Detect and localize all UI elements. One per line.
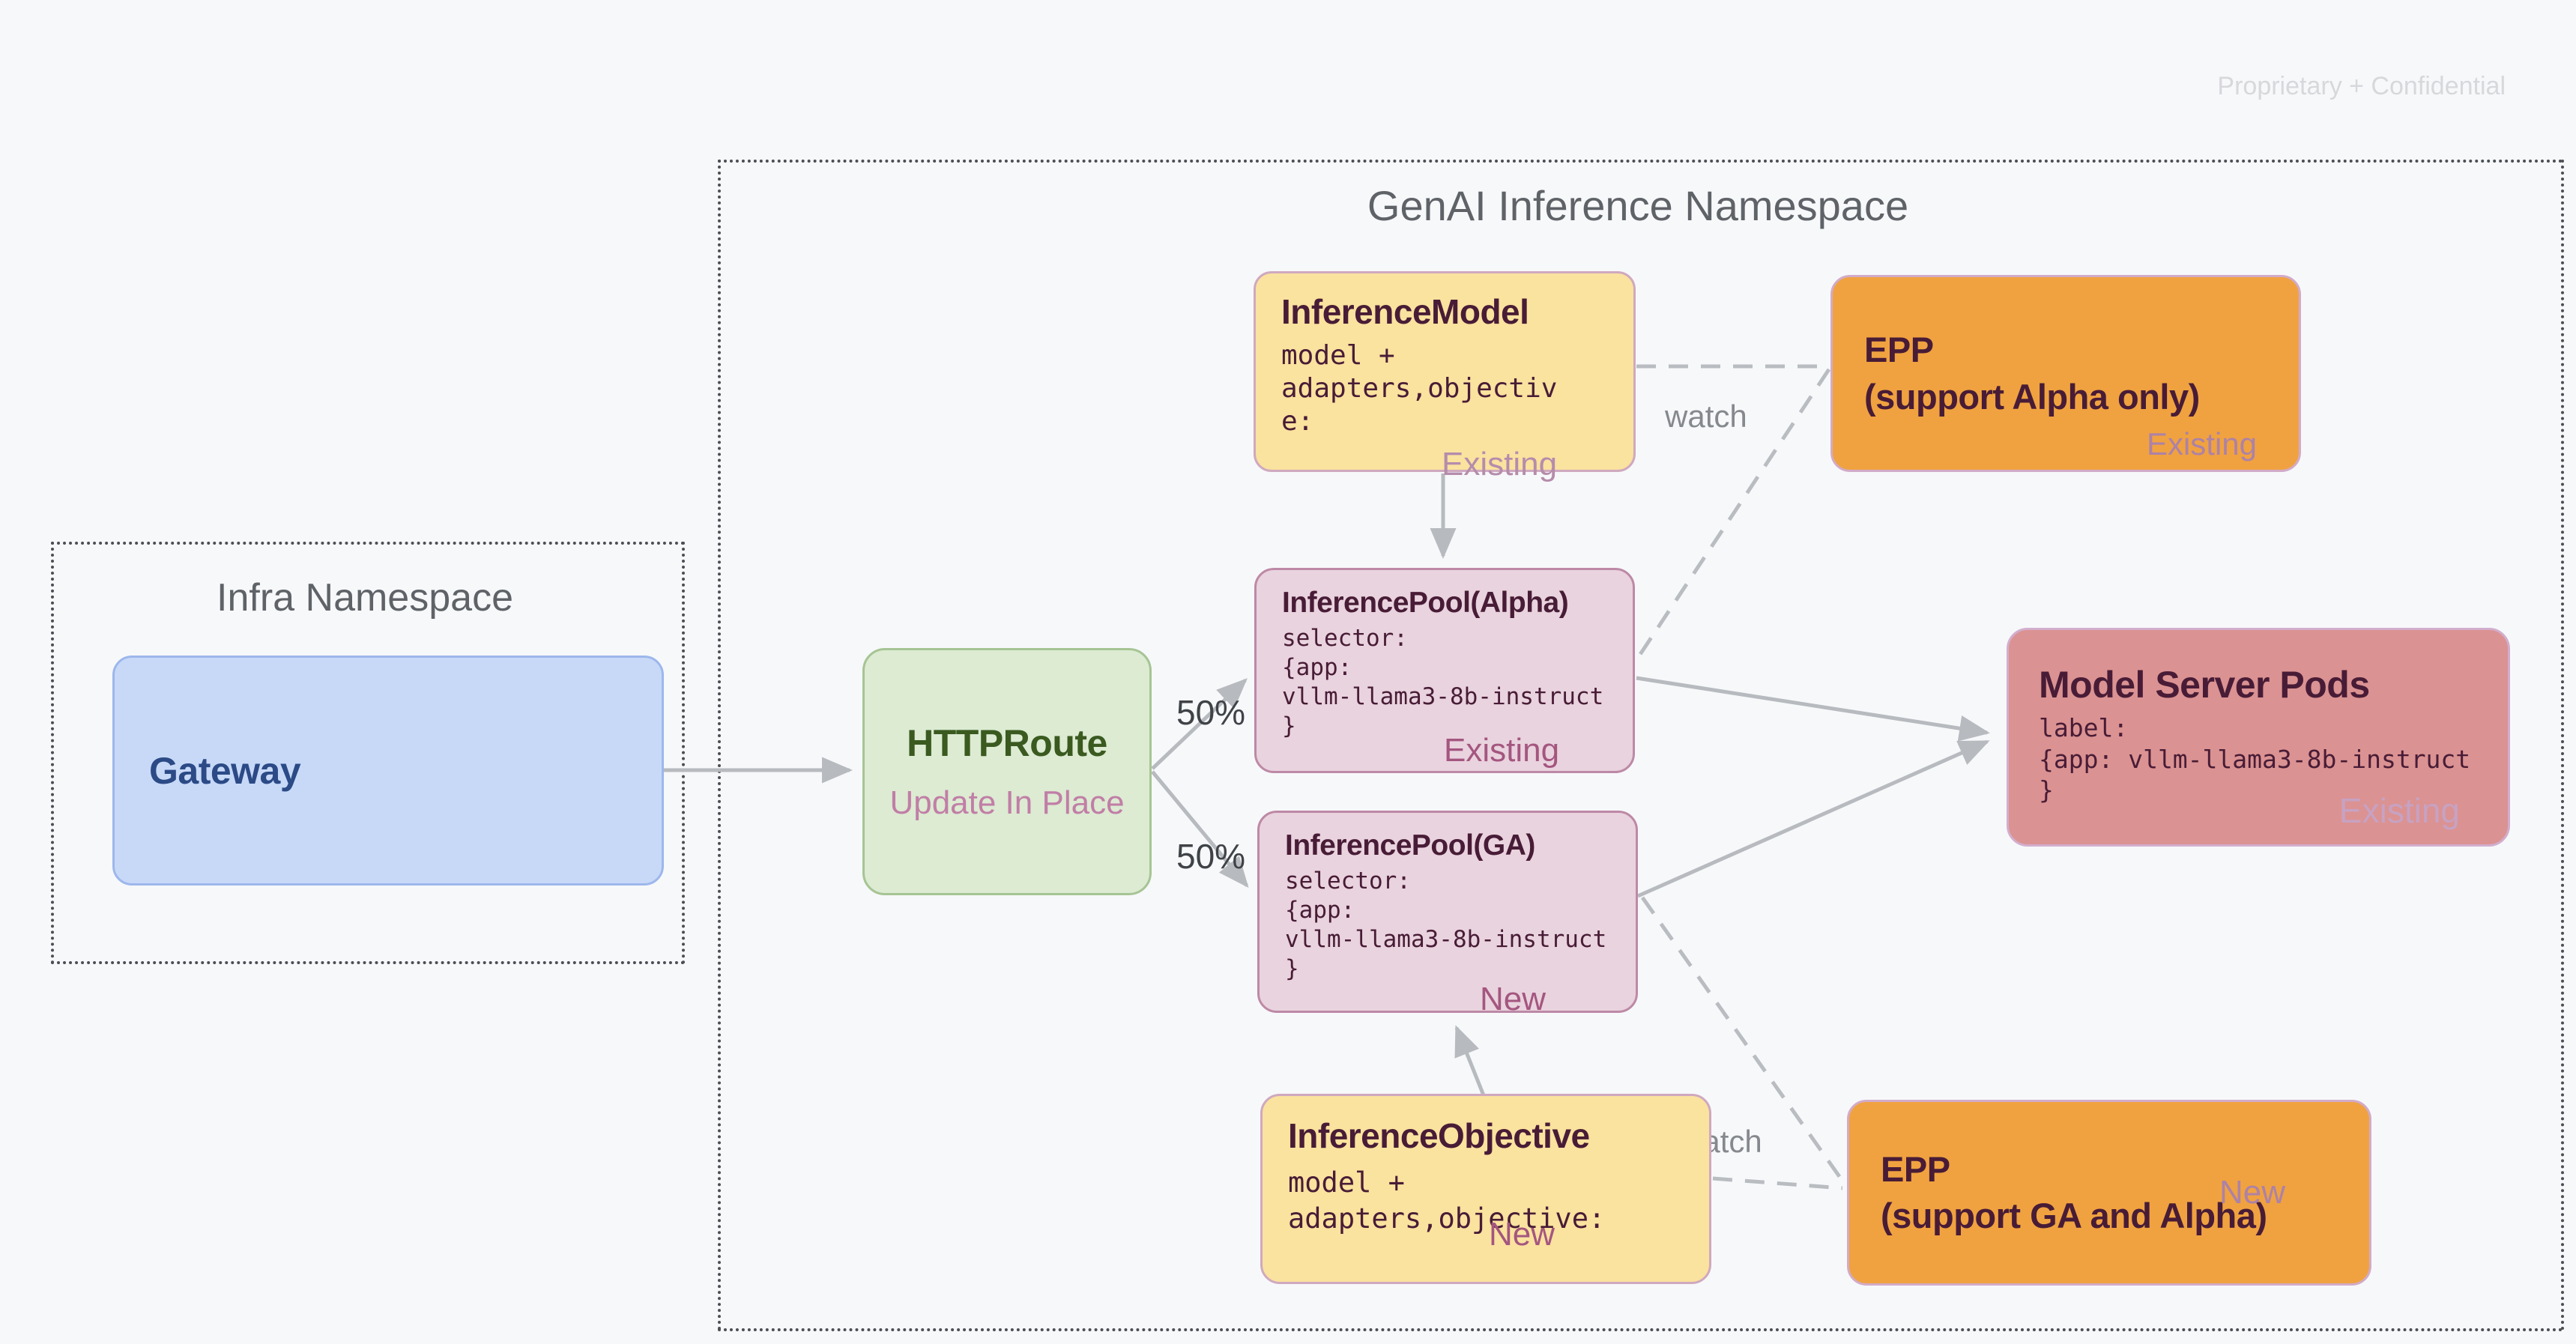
gateway-title: Gateway [149,749,301,792]
model-server-pods-badge: Existing [2338,791,2460,830]
model-server-pods-title: Model Server Pods [2039,664,2370,706]
gateway-node: Gateway [112,656,664,886]
inference-pool-ga-code: selector:{app:vllm-llama3-8b-instruct} [1285,868,1607,983]
dash-epp-alpha-to-pool-alpha [1636,368,1831,659]
watch-top-label: watch [1665,399,1747,434]
epp-ga-title-line1: EPP [1881,1148,1950,1189]
infra-namespace-title: Infra Namespace [217,576,513,620]
epp-alpha-title-line1: EPP [1864,330,1934,370]
epp-alpha-node: EPP (support Alpha only) Existing [1830,275,2301,472]
inference-model-title: InferenceModel [1281,292,1529,331]
inference-pool-ga-title: InferencePool(GA) [1285,829,1535,862]
arrow-httproute-to-pool-ga [1151,770,1249,889]
inference-objective-title: InferenceObjective [1288,1116,1590,1155]
solid-arrows [664,473,1990,1096]
epp-ga-badge: New [2219,1174,2285,1211]
genai-namespace-box [718,160,2564,1331]
inference-model-badge: Existing [1442,446,1558,482]
inference-pool-alpha-title: InferencePool(Alpha) [1282,587,1569,619]
genai-namespace-title: GenAI Inference Namespace [1367,182,1909,229]
split-percent-bottom-label: 50% [1176,837,1246,876]
epp-alpha-badge: Existing [2146,426,2257,461]
httproute-title: HTTPRoute [907,722,1107,764]
inference-pool-alpha-code: selector:{app:vllm-llama3-8b-instruct} [1282,625,1604,740]
inference-objective-code: model +adapters,objective: [1288,1166,1606,1235]
split-percent-top-label: 50% [1176,693,1246,732]
inference-pool-ga-node: InferencePool(GA) selector:{app:vllm-lla… [1257,811,1638,1017]
httproute-node: HTTPRoute Update In Place [862,648,1152,895]
infra-namespace-box [51,542,685,964]
dash-pool-ga-to-epp-ga [1640,896,1846,1184]
httproute-subtitle: Update In Place [889,784,1125,821]
inference-pool-ga-badge: New [1480,981,1546,1017]
arrow-pool-ga-to-pods [1636,739,1990,898]
confidential-watermark: Proprietary + Confidential [2217,72,2506,100]
inference-objective-badge: New [1489,1216,1555,1253]
epp-ga-node: EPP (support GA and Alpha) New [1847,1100,2371,1286]
epp-alpha-title-line2: (support Alpha only) [1864,376,2200,417]
inference-pool-alpha-node: InferencePool(Alpha) selector:{app:vllm-… [1254,568,1635,773]
inference-pool-alpha-badge: Existing [1444,732,1560,769]
arrow-httproute-to-pool-alpha [1151,678,1248,770]
epp-ga-title-line2: (support GA and Alpha) [1881,1196,2267,1235]
arrow-inferenceobjective-to-pool-ga [1454,1025,1486,1096]
dash-inferenceobjective-to-epp-ga [1712,1176,1843,1190]
model-server-pods-node: Model Server Pods label:{app: vllm-llama… [2007,628,2510,847]
model-server-pods-code: label:{app: vllm-llama3-8b-instruct} [2039,713,2471,805]
inference-objective-node: InferenceObjective model +adapters,objec… [1260,1094,1711,1284]
arrow-pool-alpha-to-pods [1636,676,1990,742]
dashed-watch-lines [1636,364,1846,1190]
